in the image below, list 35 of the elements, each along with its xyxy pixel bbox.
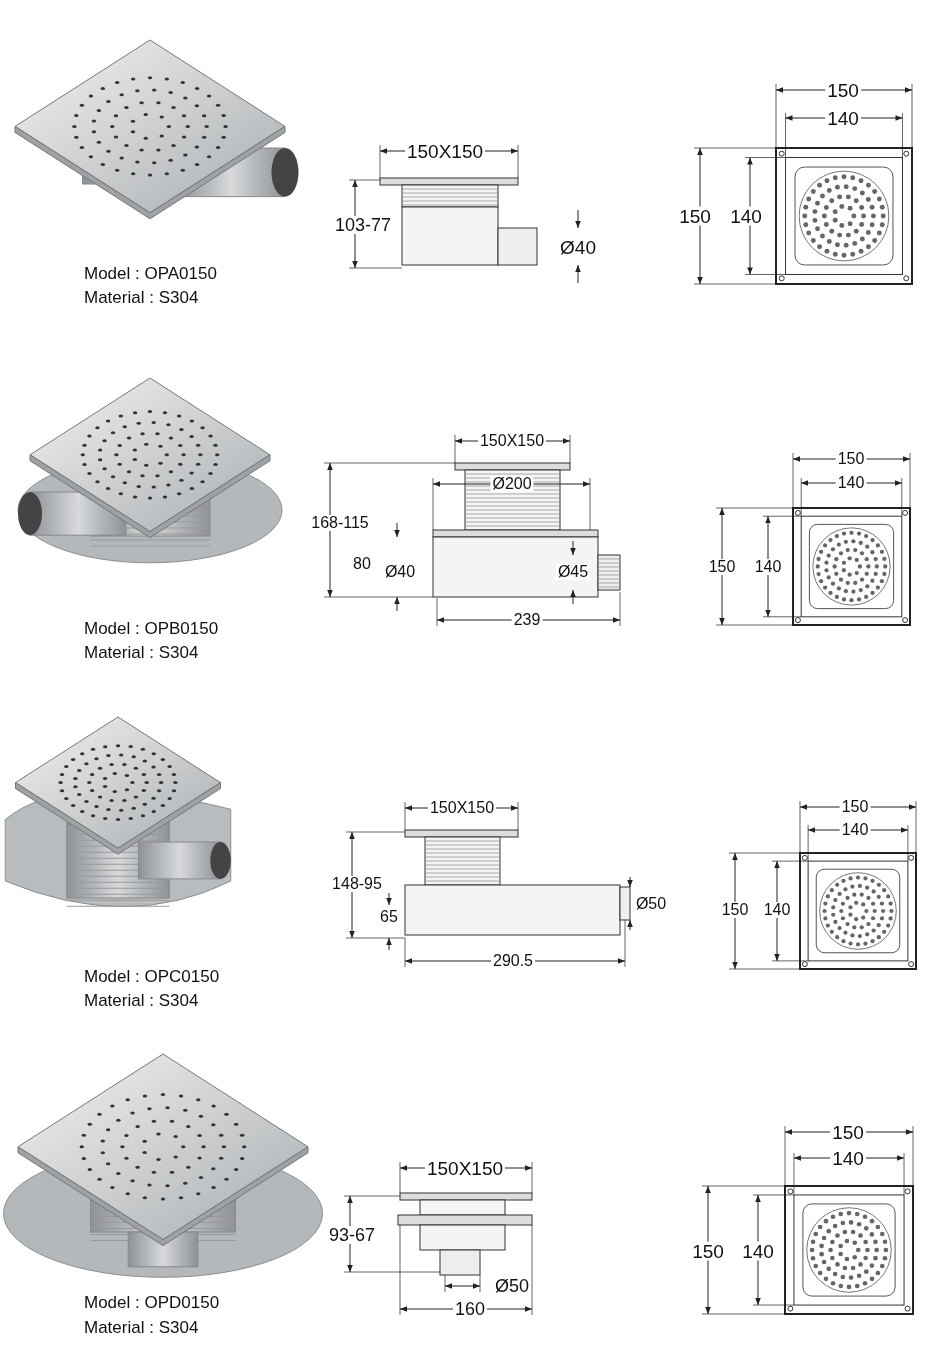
dimension-label: 140 [839,822,871,838]
material-label: Material : S304 [83,1318,200,1336]
model-label: Model : OPC0150 [83,967,221,985]
dimension-label: Ø45 [555,564,591,580]
dimension-label: 150X150 [477,433,547,449]
dimension-label: 150 [835,451,867,467]
dimension-label: 140 [740,1241,776,1261]
material-label: Material : S304 [83,643,200,661]
dimension-label: 140 [761,902,793,918]
model-label: Model : OPB0150 [83,619,220,637]
model-label: Model : OPA0150 [83,264,218,282]
dimension-label: 150 [677,206,713,226]
dimension-label: 93-67 [327,1226,377,1244]
dimension-label: 80 [351,556,373,572]
dimension-label: Ø50 [493,1277,531,1295]
dimension-label: 140 [835,475,867,491]
dimension-label: 148-95 [330,876,384,892]
dimension-label: 150X150 [427,800,497,816]
dimension-label: 140 [728,206,764,226]
dimension-label: 160 [453,1300,487,1318]
dimension-label: Ø40 [382,564,418,580]
dimension-label: 239 [511,612,543,628]
dimension-label: 150 [719,902,751,918]
dimension-label: 150 [690,1241,726,1261]
material-label: Material : S304 [83,288,200,306]
material-label: Material : S304 [83,991,200,1009]
dimension-label: 140 [752,559,784,575]
model-label: Model : OPD0150 [83,1293,221,1311]
dimension-label: 290.5 [491,953,535,969]
dimension-label: 65 [378,909,400,925]
dimension-label: Ø200 [490,476,534,492]
dimension-label: 150 [706,559,738,575]
dimension-label: 168-115 [309,515,371,531]
dimension-label: 150 [839,799,871,815]
dimension-label: Ø50 [633,896,669,912]
